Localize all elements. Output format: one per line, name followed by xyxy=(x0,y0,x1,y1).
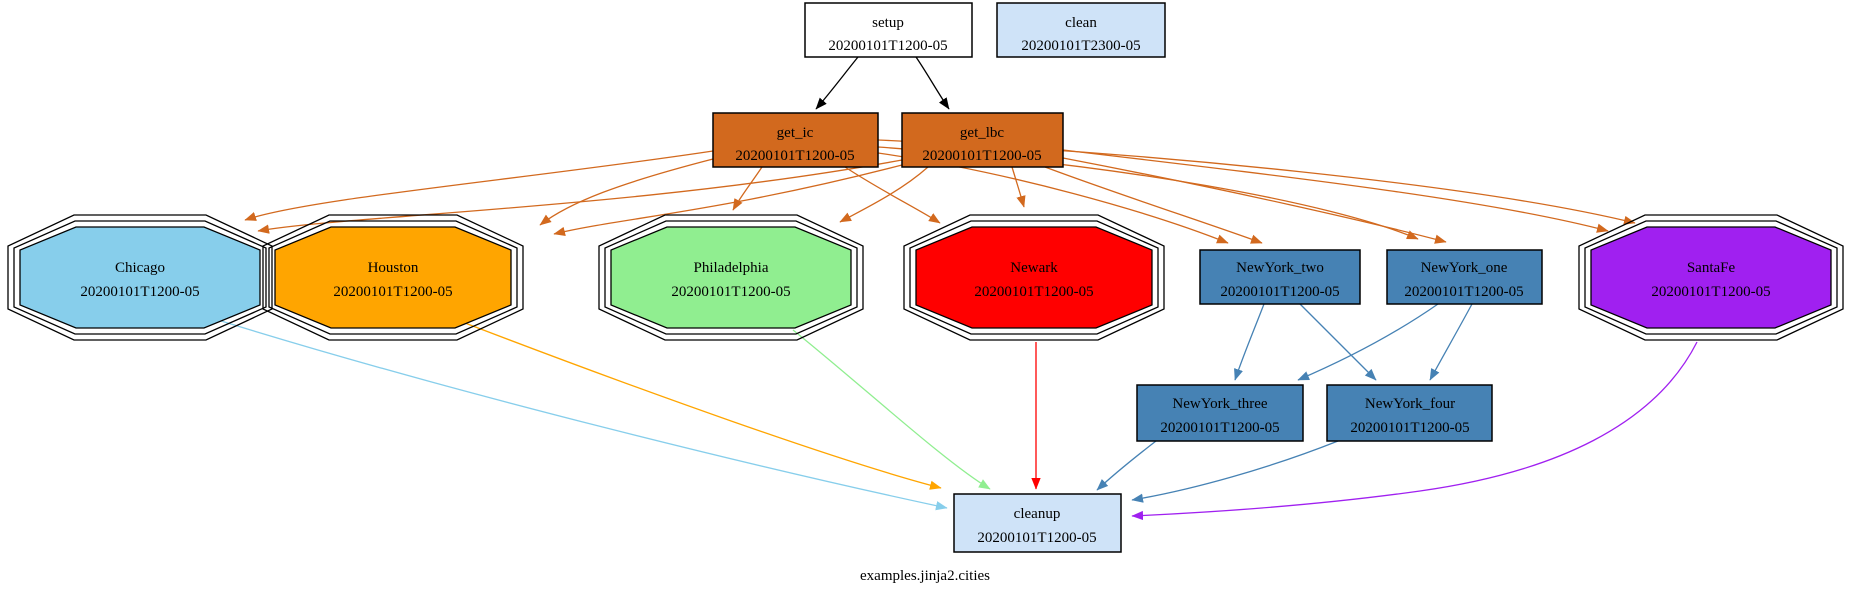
graph-caption: examples.jinja2.cities xyxy=(860,568,990,584)
NewYork_two-box xyxy=(1199,249,1361,305)
node-Philadelphia: Philadelphia 20200101T1200-05 xyxy=(598,214,864,341)
edge-Philadelphia-cleanup xyxy=(792,329,991,490)
setup-box xyxy=(804,2,973,58)
get_ic-cycle: 20200101T1200-05 xyxy=(735,148,854,164)
cleanup-label: cleanup xyxy=(1014,506,1061,522)
Chicago-cycle: 20200101T1200-05 xyxy=(80,284,199,300)
octagon-border xyxy=(1590,226,1832,329)
setup-label: setup xyxy=(872,15,904,31)
node-Houston: Houston 20200101T1200-05 xyxy=(262,214,524,341)
octagon-border xyxy=(903,214,1165,341)
octagon-border xyxy=(1584,220,1838,335)
edge-NewYork_one-NewYork_three xyxy=(1297,303,1439,381)
octagon-border xyxy=(13,220,267,335)
edge-get_lbc-SantaFe xyxy=(1062,149,1609,233)
edge-get_lbc-NewYork_one xyxy=(1062,157,1447,244)
NewYork_one-cycle: 20200101T1200-05 xyxy=(1404,284,1523,300)
edge-NewYork_two-NewYork_four xyxy=(1299,303,1377,381)
edge-NewYork_three-cleanup xyxy=(1096,440,1157,491)
get_lbc-cycle: 20200101T1200-05 xyxy=(922,148,1041,164)
node-NewYork_two: NewYork_two 20200101T1200-05 xyxy=(1199,249,1361,305)
edge-get_ic-Newark xyxy=(844,166,941,224)
edge-SantaFe-cleanup xyxy=(1131,341,1698,521)
NewYork_three-box xyxy=(1136,384,1304,442)
Chicago-label: Chicago xyxy=(115,260,165,276)
octagon-border xyxy=(915,226,1153,329)
edge-setup-get_lbc xyxy=(915,56,950,110)
setup-cycle: 20200101T1200-05 xyxy=(828,38,947,54)
Newark-cycle: 20200101T1200-05 xyxy=(974,284,1093,300)
NewYork_four-box xyxy=(1326,384,1493,442)
node-setup: setup 20200101T1200-05 xyxy=(804,2,973,58)
NewYork_one-box xyxy=(1386,249,1543,305)
nodes-layer: setup 20200101T1200-05 clean 20200101T23… xyxy=(7,2,1844,553)
NewYork_three-cycle: 20200101T1200-05 xyxy=(1160,420,1279,436)
Philadelphia-cycle: 20200101T1200-05 xyxy=(671,284,790,300)
edge-get_lbc-NewYork_two xyxy=(1044,166,1263,244)
octagon-border xyxy=(909,220,1159,335)
Newark-label: Newark xyxy=(1010,260,1058,276)
edge-get_ic-Chicago xyxy=(244,150,714,221)
edge-Chicago-cleanup xyxy=(217,319,948,511)
octagon-border xyxy=(7,214,273,341)
edge-NewYork_one-NewYork_four xyxy=(1429,303,1473,381)
node-get_lbc: get_lbc 20200101T1200-05 xyxy=(901,112,1064,168)
node-SantaFe: SantaFe 20200101T1200-05 xyxy=(1578,214,1844,341)
node-get_ic: get_ic 20200101T1200-05 xyxy=(712,112,879,168)
edge-get_ic-Houston xyxy=(539,158,714,226)
SantaFe-cycle: 20200101T1200-05 xyxy=(1651,284,1770,300)
cleanup-cycle: 20200101T1200-05 xyxy=(977,530,1096,546)
cleanup-box xyxy=(953,493,1122,553)
octagon-border xyxy=(598,214,864,341)
SantaFe-label: SantaFe xyxy=(1687,260,1736,276)
node-NewYork_one: NewYork_one 20200101T1200-05 xyxy=(1386,249,1543,305)
clean-label: clean xyxy=(1065,15,1097,31)
NewYork_two-label: NewYork_two xyxy=(1236,260,1324,276)
clean-box xyxy=(996,2,1166,58)
Houston-label: Houston xyxy=(368,260,419,276)
get_ic-box xyxy=(712,112,879,168)
octagon-border xyxy=(19,226,261,329)
edge-get_ic-Philadelphia xyxy=(732,166,763,211)
node-NewYork_four: NewYork_four 20200101T1200-05 xyxy=(1326,384,1493,442)
Houston-cycle: 20200101T1200-05 xyxy=(333,284,452,300)
get_ic-label: get_ic xyxy=(777,125,814,141)
NewYork_two-cycle: 20200101T1200-05 xyxy=(1220,284,1339,300)
edge-Houston-cleanup xyxy=(464,322,942,490)
octagon-border xyxy=(604,220,858,335)
get_lbc-box xyxy=(901,112,1064,168)
octagon-border xyxy=(1578,214,1844,341)
edges-layer xyxy=(217,56,1698,521)
get_lbc-label: get_lbc xyxy=(960,125,1004,141)
NewYork_four-label: NewYork_four xyxy=(1365,396,1455,412)
octagon-border xyxy=(274,226,512,329)
octagon-border xyxy=(610,226,852,329)
NewYork_three-label: NewYork_three xyxy=(1172,396,1267,412)
edge-get_lbc-Philadelphia xyxy=(839,166,929,223)
Philadelphia-label: Philadelphia xyxy=(694,260,769,276)
node-clean: clean 20200101T2300-05 xyxy=(996,2,1166,58)
node-NewYork_three: NewYork_three 20200101T1200-05 xyxy=(1136,384,1304,442)
edge-get_lbc-Newark xyxy=(1011,166,1026,208)
edge-get_lbc-Houston xyxy=(553,164,903,236)
edge-setup-get_ic xyxy=(815,56,859,110)
clean-cycle: 20200101T2300-05 xyxy=(1021,38,1140,54)
NewYork_four-cycle: 20200101T1200-05 xyxy=(1350,420,1469,436)
node-cleanup: cleanup 20200101T1200-05 xyxy=(953,493,1122,553)
octagon-border xyxy=(268,220,518,335)
edge-NewYork_two-NewYork_three xyxy=(1234,303,1265,381)
NewYork_one-label: NewYork_one xyxy=(1421,260,1508,276)
octagon-border xyxy=(262,214,524,341)
node-Chicago: Chicago 20200101T1200-05 xyxy=(7,214,273,341)
edge-NewYork_four-cleanup xyxy=(1131,440,1339,503)
node-Newark: Newark 20200101T1200-05 xyxy=(903,214,1165,341)
